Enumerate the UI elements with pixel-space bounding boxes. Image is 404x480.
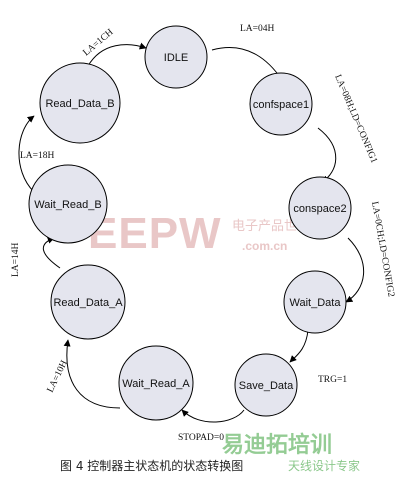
watermark-brand-text: 易迪拓培训 — [222, 432, 332, 458]
edge-label-idle-to-confspace1: LA=04H — [240, 24, 275, 34]
edge-label-save-data-to-wait-read-a: STOPAD=0 — [178, 433, 224, 443]
state-label-wait-data: Wait_Data — [290, 297, 342, 309]
state-node-wait-read-b: Wait_Read_B — [28, 164, 108, 244]
edge-confspace1-to-conspace2 — [317, 127, 337, 183]
edge-wait-data-to-save-data — [289, 329, 309, 363]
state-node-confspace1: confspace1 — [249, 72, 313, 136]
edge-label-wait-read-b-to-read-data-b: LA=18H — [20, 151, 55, 161]
state-node-save-data: Save_Data — [234, 353, 298, 417]
figure-caption: 图 4 控制器主状态机的状态转换图 — [60, 458, 243, 473]
state-label-wait-read-a: Wait_Read_A — [122, 378, 190, 390]
edge-wait-read-a-to-read-data-a — [63, 339, 121, 409]
state-label-save-data: Save_Data — [239, 380, 294, 392]
edge-read-data-b-to-idle — [87, 42, 147, 67]
edge-read-data-a-to-wait-read-b — [43, 236, 61, 269]
edge-label-conspace2-to-wait-data: LA=0CH;LD=CONFIG2 — [369, 201, 396, 298]
watermark-logo: EEPW — [88, 209, 222, 258]
state-node-read-data-a: Read_Data_A — [50, 264, 126, 340]
edge-save-data-to-wait-read-a — [181, 409, 245, 423]
edge-label-confspace1-to-conspace2: LA=08H;LD=CONFIG1 — [332, 73, 378, 165]
state-node-conspace2: conspace2 — [288, 176, 352, 240]
watermark-url: .com.cn — [242, 239, 287, 253]
watermark-brand-tail: 天线设计专家 — [288, 458, 360, 473]
state-label-wait-read-b: Wait_Read_B — [34, 199, 101, 211]
edge-label-wait-read-a-to-read-data-a: LA=10H — [46, 359, 70, 394]
state-node-read-data-b: Read_Data_B — [39, 62, 121, 144]
watermark-eepw: EEPW 电子产品世界 .com.cn — [88, 209, 310, 258]
state-node-wait-data: Wait_Data — [283, 270, 347, 334]
watermark-brand: 易迪拓培训 天线设计专家 — [222, 432, 360, 473]
edge-label-wait-data-to-save-data: TRG=1 — [318, 375, 347, 385]
state-label-confspace1: confspace1 — [253, 99, 309, 111]
edge-conspace2-to-wait-data — [345, 237, 364, 303]
state-label-read-data-a: Read_Data_A — [53, 297, 123, 309]
edge-wait-read-b-to-read-data-b — [18, 115, 35, 193]
nodes: IDLE confspace1 conspace2 Wait_Data Save… — [28, 25, 352, 421]
state-label-conspace2: conspace2 — [293, 203, 346, 215]
state-label-idle: IDLE — [164, 52, 188, 64]
edge-label-read-data-a-to-wait-read-b: LA=14H — [11, 242, 21, 277]
state-node-wait-read-a: Wait_Read_A — [118, 345, 194, 421]
watermark-chinese-text: 电子产品世界 — [232, 219, 310, 234]
state-node-idle: IDLE — [144, 25, 208, 89]
state-label-read-data-b: Read_Data_B — [45, 98, 114, 110]
